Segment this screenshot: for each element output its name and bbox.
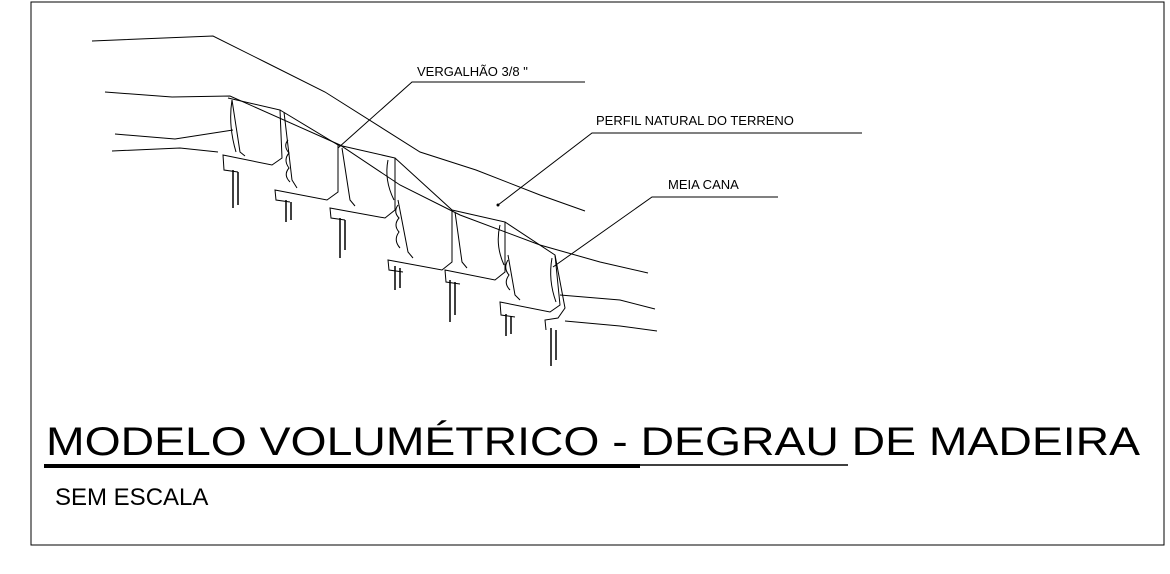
terrain-line-4: [111, 147, 219, 153]
step-3-halfround: [386, 159, 395, 201]
terrain-top-line: [91, 35, 586, 212]
terrain-line-2: [104, 91, 649, 274]
drawing-subtitle: SEM ESCALA: [55, 484, 208, 511]
step-7-halfround: [550, 257, 557, 303]
label-rebar: VERGALHÃO 3/8 ": [417, 64, 528, 79]
step-2-halfround: [285, 139, 291, 183]
step-1-riser: [231, 99, 246, 157]
step-2-riser: [283, 111, 298, 189]
step-5-riser: [454, 211, 468, 269]
terrain-lines: [91, 35, 658, 332]
step-2: [274, 109, 339, 203]
step-3: [329, 144, 396, 221]
label-terrain-profile: PERFIL NATURAL DO TERRENO: [596, 113, 794, 128]
leader-terrain: [497, 132, 862, 206]
terrain-line-5: [559, 294, 656, 310]
leader-terrain-dot: [496, 203, 500, 207]
leader-half-round: [552, 196, 778, 268]
step-4: [387, 157, 453, 273]
terrain-line-3: [114, 129, 234, 140]
drawing-frame: [30, 1, 1165, 546]
step-5-halfround: [497, 224, 505, 266]
leader-rebar: [337, 81, 585, 149]
step-4-halfround: [395, 204, 401, 249]
step-3-riser: [341, 147, 356, 207]
step-4-riser: [397, 199, 414, 259]
step-6-riser: [507, 254, 521, 301]
step-6-halfround: [505, 259, 511, 291]
step-7: [544, 254, 566, 331]
leader-lines: [337, 81, 862, 268]
step-1-halfround: [230, 99, 237, 153]
drawing-title: MODELO VOLUMÉTRICO - DEGRAU DE MADEIRA: [46, 419, 1140, 464]
terrain-line-6: [564, 320, 658, 332]
label-half-round: MEIA CANA: [668, 177, 739, 192]
wooden-stairs: [222, 97, 566, 331]
rebar-stakes: [232, 170, 557, 366]
